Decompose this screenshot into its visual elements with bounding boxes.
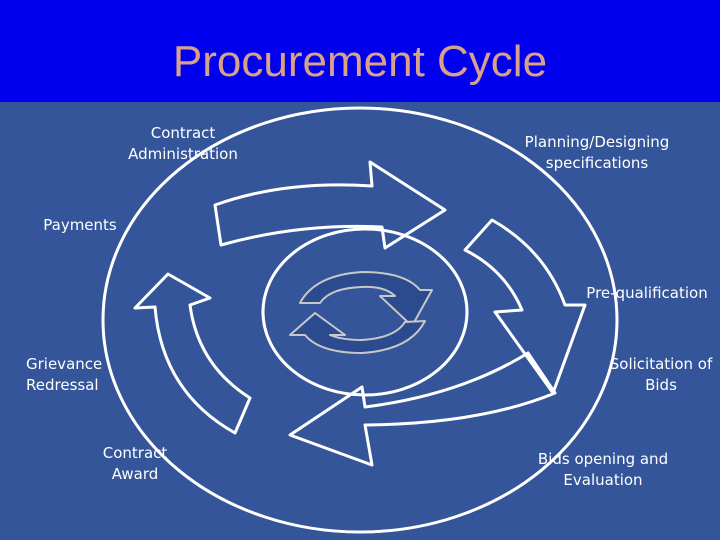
stage-solicitation: Solicitation of Bids <box>602 354 720 396</box>
refresh-cycle-icon <box>289 271 433 354</box>
stage-label-line: Administration <box>128 145 238 163</box>
stage-prequalification: Pre-qualification <box>580 283 714 304</box>
left-arrow <box>133 272 252 435</box>
stage-label-line: Bids <box>645 376 677 394</box>
right-arrow <box>463 218 587 395</box>
slide-title: Procurement Cycle <box>172 37 548 86</box>
stage-label-line: specifications <box>545 154 649 172</box>
stage-grievance: Grievance Redressal <box>26 354 112 396</box>
stage-label-line: Evaluation <box>563 471 643 489</box>
stage-label-line: Redressal <box>26 376 99 394</box>
stage-label-line: Pre-qualification <box>586 284 708 302</box>
stage-planning: Planning/Designing specifications <box>512 132 682 174</box>
bottom-arrow <box>288 351 557 467</box>
inner-ellipse <box>261 227 469 397</box>
stage-label-line: Award <box>111 465 159 483</box>
stage-label-line: Planning/Designing <box>524 133 670 151</box>
top-arrow <box>213 160 447 250</box>
stage-label-line: Contract <box>102 444 168 462</box>
stage-label-line: Solicitation of <box>609 355 713 373</box>
stage-label-line: Contract <box>150 124 216 142</box>
outer-ellipse <box>101 106 619 534</box>
stage-label-line: Bids opening and <box>537 450 669 468</box>
title-bar <box>0 0 720 102</box>
stage-contract-award: Contract Award <box>95 443 175 485</box>
stage-label-line: Payments <box>43 216 117 234</box>
stage-contract-administration: Contract Administration <box>125 123 241 165</box>
stage-label-line: Grievance <box>26 355 103 373</box>
stage-bids-opening: Bids opening and Evaluation <box>527 449 679 491</box>
stage-payments: Payments <box>38 215 122 236</box>
